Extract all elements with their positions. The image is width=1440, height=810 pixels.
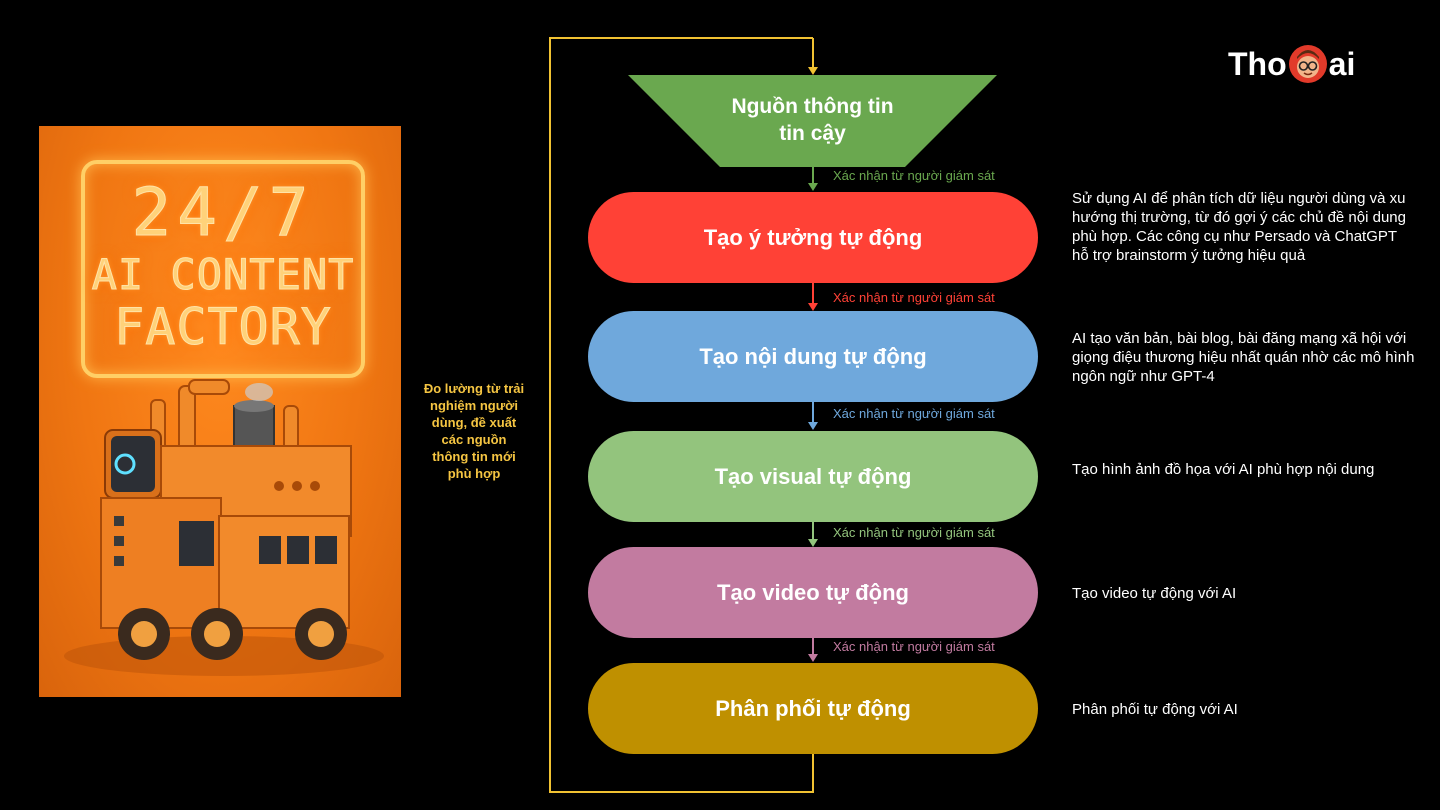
step-content: Tạo nội dung tự động — [588, 311, 1038, 402]
connector-line — [812, 638, 814, 655]
logo-text-right: ai — [1328, 45, 1356, 82]
source-label: Nguồn thông tin tin cậy — [731, 95, 894, 145]
confirm-label: Xác nhận từ người giám sát — [833, 168, 995, 183]
step-label: Phân phối tự động — [715, 695, 911, 721]
step-label: Tạo video tự động — [717, 579, 909, 605]
confirm-label: Xác nhận từ người giám sát — [833, 290, 995, 305]
connector-line — [812, 402, 814, 424]
step-distribution: Phân phối tự động — [588, 663, 1038, 754]
brand-logo: Tho ai — [1228, 44, 1355, 84]
arrow-head-icon — [808, 539, 818, 547]
connector-line — [812, 521, 814, 541]
confirm-label: Xác nhận từ người giám sát — [833, 406, 995, 421]
step-label: Tạo ý tưởng tự động — [703, 224, 923, 250]
ai-content-factory-poster: 24/7 AI CONTENT FACTORY — [39, 126, 401, 697]
arrow-head-icon — [808, 183, 818, 191]
neon-line-3: FACTORY — [114, 298, 332, 357]
logo-text-left: Tho — [1228, 45, 1287, 82]
step-video: Tạo video tự động — [588, 547, 1038, 638]
connector-line — [812, 167, 814, 185]
neon-sign: 24/7 AI CONTENT FACTORY — [81, 160, 365, 378]
arrow-head-icon — [808, 422, 818, 430]
step-description-ideation: Sử dụng AI để phân tích dữ liệu người dù… — [1072, 190, 1406, 264]
step-description-visual: Tạo hình ảnh đồ họa với AI phù hợp nội d… — [1072, 461, 1375, 478]
neon-line-2: AI CONTENT — [91, 250, 355, 300]
confirm-label: Xác nhận từ người giám sát — [833, 525, 995, 540]
step-ideation: Tạo ý tưởng tự động — [588, 192, 1038, 283]
feedback-loop-connector — [549, 37, 818, 793]
factory-truck-illustration — [64, 379, 384, 676]
source-funnel: Nguồn thông tin tin cậy — [628, 75, 997, 167]
neon-line-1: 24/7 — [131, 174, 315, 252]
feedback-note: Đo lường từ trải nghiệm người dùng, đề x… — [423, 381, 525, 481]
step-description-content: AI tạo văn bản, bài blog, bài đăng mạng … — [1072, 330, 1415, 385]
step-visual: Tạo visual tự động — [588, 431, 1038, 522]
arrow-head-icon — [808, 654, 818, 662]
step-description-distribution: Phân phối tự động với AI — [1072, 701, 1238, 718]
step-label: Tạo nội dung tự động — [699, 343, 927, 369]
step-description-video: Tạo video tự động với AI — [1072, 585, 1237, 602]
avatar-icon — [1288, 45, 1327, 83]
funnel-shape — [628, 75, 997, 167]
confirm-label: Xác nhận từ người giám sát — [833, 639, 995, 654]
step-label: Tạo visual tự động — [714, 463, 912, 489]
connector-line — [812, 283, 814, 305]
arrow-head-icon — [808, 303, 818, 311]
